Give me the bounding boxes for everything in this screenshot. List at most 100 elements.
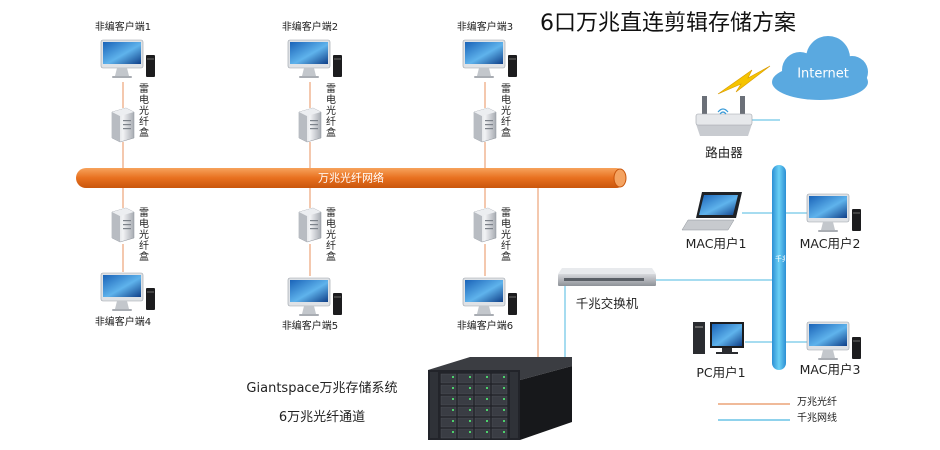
drive-led xyxy=(452,420,454,422)
drive-led xyxy=(469,431,471,433)
pc-user-1-computer-icon xyxy=(693,322,744,354)
drive-led xyxy=(503,420,505,422)
drive-bay xyxy=(474,395,491,406)
client-4-fiber-box-icon xyxy=(111,207,135,243)
drive-bay xyxy=(440,417,457,428)
fiber-box-label-5: 雷电光纤盒 xyxy=(326,208,336,263)
client-1-computer-icon xyxy=(100,39,156,79)
client-2-computer-icon xyxy=(287,39,343,79)
drive-led xyxy=(469,398,471,400)
client-4-computer-icon xyxy=(100,272,156,312)
switch-label: 千兆交换机 xyxy=(575,296,639,311)
drive-bay xyxy=(474,406,491,417)
drive-led xyxy=(469,409,471,411)
drive-led xyxy=(503,431,505,433)
drive-bay xyxy=(440,428,457,439)
internet-label: Internet xyxy=(797,66,849,82)
fiber-lines xyxy=(122,82,539,360)
drive-led xyxy=(469,387,471,389)
drive-led xyxy=(503,387,505,389)
mac-user-3-label: MAC用户3 xyxy=(799,362,861,377)
client-6-computer-icon xyxy=(462,277,518,317)
gigabit-backbone xyxy=(772,165,786,370)
drive-bay xyxy=(457,384,474,395)
client-6-label: 非编客户端6 xyxy=(456,321,514,332)
drive-bay xyxy=(457,417,474,428)
drive-bay xyxy=(491,384,508,395)
drive-bay xyxy=(491,395,508,406)
drive-led xyxy=(452,409,454,411)
drive-led xyxy=(503,398,505,400)
client-3-computer-icon xyxy=(462,39,518,79)
storage-channels-label: 6万兆光纤通道 xyxy=(278,410,366,425)
fiber-box-label-1: 雷电光纤盒 xyxy=(139,84,149,139)
mac-user-1-laptop-icon xyxy=(681,192,742,231)
storage-drive-bays xyxy=(440,373,508,439)
fiber-box-label-6: 雷电光纤盒 xyxy=(501,208,511,263)
drive-bay xyxy=(457,406,474,417)
backbone-pipe-label: 千兆网线 xyxy=(775,255,803,263)
drive-bay xyxy=(457,428,474,439)
client-2-fiber-box-icon xyxy=(298,107,322,143)
drive-led xyxy=(503,409,505,411)
router-label: 路由器 xyxy=(705,145,743,160)
diagram-title: 6口万兆直连剪辑存储方案 xyxy=(540,11,796,36)
drive-bay xyxy=(491,373,508,384)
drive-led xyxy=(452,376,454,378)
drive-led xyxy=(452,398,454,400)
drive-bay xyxy=(440,406,457,417)
drive-led xyxy=(486,387,488,389)
drive-led xyxy=(469,376,471,378)
drive-bay xyxy=(440,395,457,406)
client-2-label: 非编客户端2 xyxy=(281,22,339,33)
client-3-label: 非编客户端3 xyxy=(456,22,514,33)
drive-bay xyxy=(491,406,508,417)
client-3-fiber-box-icon xyxy=(473,107,497,143)
drive-bay xyxy=(440,373,457,384)
mac-user-3-computer-icon xyxy=(806,321,862,361)
fiber-bus-label: 万兆光纤网络 xyxy=(318,171,384,185)
internet-cloud-icon xyxy=(772,36,868,100)
drive-bay xyxy=(474,384,491,395)
gigabit-switch-icon xyxy=(558,268,656,286)
drive-led xyxy=(486,376,488,378)
drive-led xyxy=(452,431,454,433)
storage-server-icon xyxy=(428,357,572,440)
fiber-box-label-2: 雷电光纤盒 xyxy=(326,84,336,139)
fiber-box-label-3: 雷电光纤盒 xyxy=(501,84,511,139)
drive-bay xyxy=(491,417,508,428)
drive-led xyxy=(469,420,471,422)
drive-bay xyxy=(474,373,491,384)
mac-user-2-computer-icon xyxy=(806,193,862,233)
pc-user-1-label: PC用户1 xyxy=(696,365,746,380)
legend xyxy=(718,403,790,421)
drive-bay xyxy=(457,373,474,384)
drive-led xyxy=(503,376,505,378)
drive-led xyxy=(486,420,488,422)
client-1-fiber-box-icon xyxy=(111,107,135,143)
lightning-bolt-icon xyxy=(717,65,771,95)
client-6-fiber-box-icon xyxy=(473,207,497,243)
drive-led xyxy=(486,409,488,411)
client-1-label: 非编客户端1 xyxy=(94,22,152,33)
drive-bay xyxy=(474,428,491,439)
drive-led xyxy=(486,398,488,400)
mac-user-1-label: MAC用户1 xyxy=(685,236,747,251)
mac-user-2-label: MAC用户2 xyxy=(799,236,861,251)
router-icon xyxy=(695,96,753,136)
drive-led xyxy=(486,431,488,433)
drive-bay xyxy=(491,428,508,439)
drive-bay xyxy=(440,384,457,395)
drive-bay xyxy=(474,417,491,428)
drive-bay xyxy=(457,395,474,406)
legend-ethernet-label: 千兆网线 xyxy=(797,413,837,424)
legend-fiber-label: 万兆光纤 xyxy=(797,397,837,408)
storage-system-label: Giantspace万兆存储系统 xyxy=(246,381,398,396)
client-5-computer-icon xyxy=(287,277,343,317)
client-5-label: 非编客户端5 xyxy=(281,321,339,332)
client-4-label: 非编客户端4 xyxy=(94,317,152,328)
fiber-bus xyxy=(76,168,627,188)
drive-led xyxy=(452,387,454,389)
